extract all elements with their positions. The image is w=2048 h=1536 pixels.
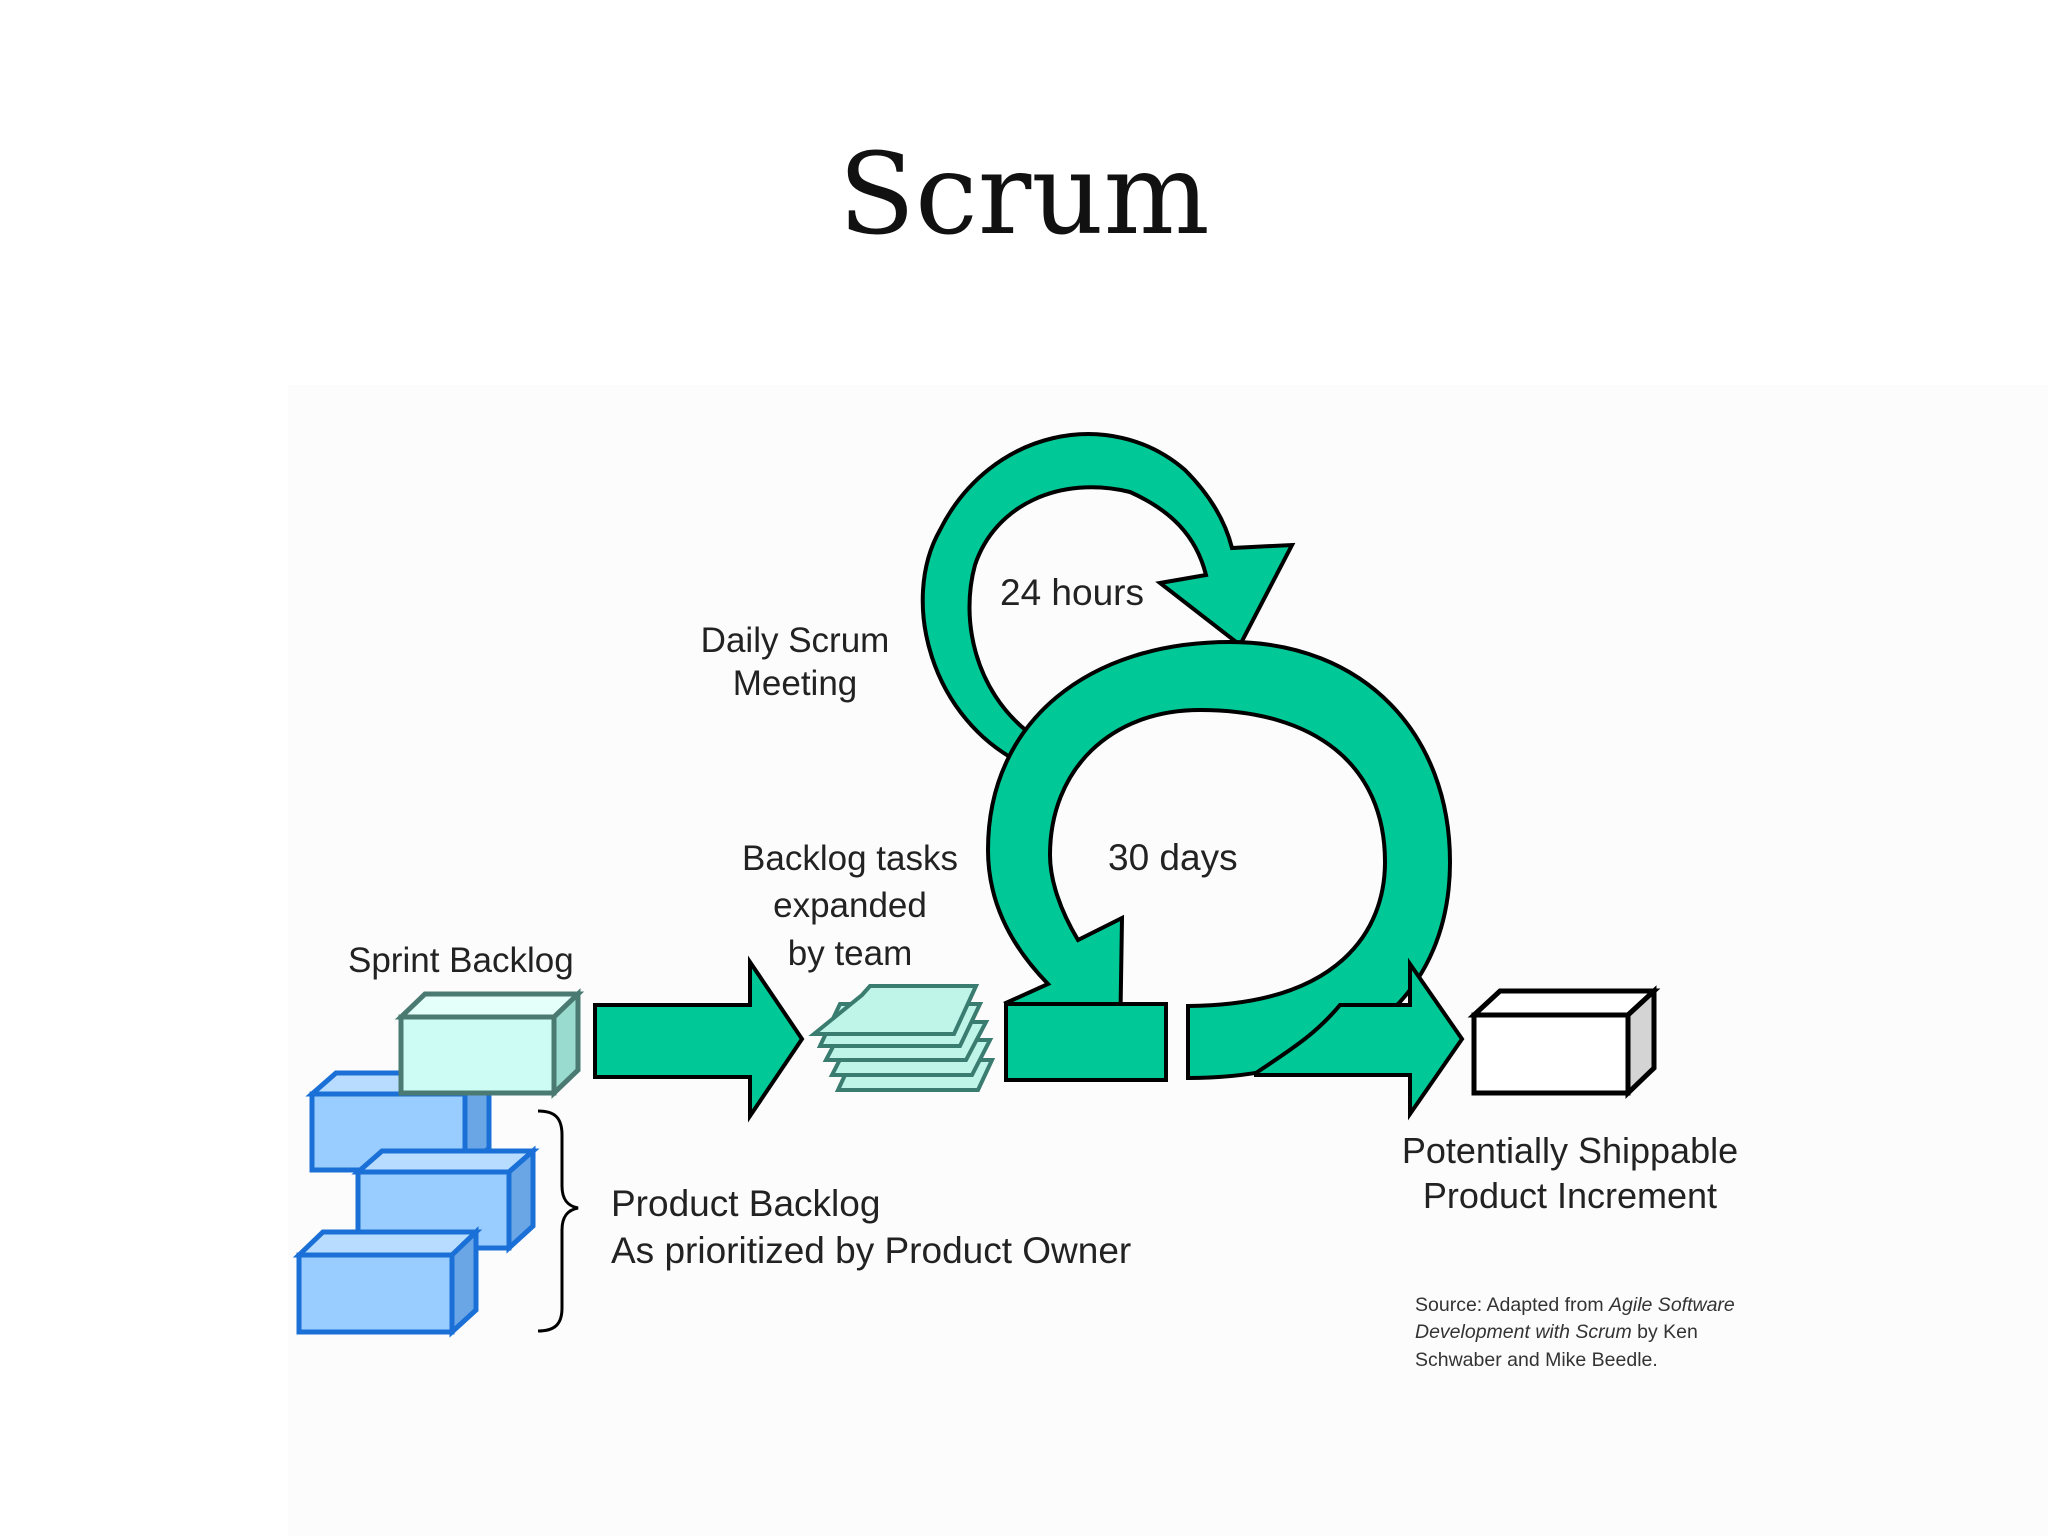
backlog-tasks-label: Backlog tasks expanded by team xyxy=(720,835,980,977)
sprint-loop-arrow xyxy=(985,639,1453,1081)
source-citation: Source: Adapted from Agile Software Deve… xyxy=(1415,1292,1825,1374)
backlog-tasks-label-line: by team xyxy=(787,933,913,973)
sprint-backlog-box xyxy=(394,988,585,1099)
product-backlog-label-line: Product Backlog xyxy=(611,1183,881,1224)
daily-scrum-loop-arrow xyxy=(920,432,1296,769)
source-book-title: Development with Scrum xyxy=(1415,1321,1632,1344)
product-increment-box xyxy=(1467,985,1661,1099)
backlog-tasks-label-line: Backlog tasks xyxy=(742,839,958,878)
days-label: 30 days xyxy=(1108,837,1238,878)
flow-arrow-to-increment xyxy=(1254,957,1465,1121)
sprint-backlog-label: Sprint Backlog xyxy=(348,941,574,980)
source-line-2: Development with Scrum by Ken xyxy=(1415,1319,1825,1346)
backlog-block xyxy=(296,1252,455,1335)
source-book-title: Agile Software xyxy=(1609,1294,1735,1316)
page-title: Scrum xyxy=(838,130,1210,260)
product-backlog-label: Product Backlog As prioritized by Produc… xyxy=(611,1180,1131,1275)
sprint-start-block xyxy=(1004,1002,1168,1082)
source-prefix: Source: Adapted from xyxy=(1415,1294,1610,1316)
daily-scrum-label-line: Daily Scrum xyxy=(700,621,890,660)
source-authors: by Ken xyxy=(1631,1321,1698,1344)
hours-label: 24 hours xyxy=(1000,572,1144,613)
increment-label: Potentially Shippable Product Increment xyxy=(1370,1128,1770,1218)
source-line-3: Schwaber and Mike Beedle. xyxy=(1415,1348,1658,1371)
source-line-1: Source: Adapted from Agile Software xyxy=(1415,1292,1825,1319)
flow-arrow-to-tasks xyxy=(593,955,805,1123)
daily-scrum-label: Daily Scrum Meeting xyxy=(690,620,900,705)
product-backlog-label-line: As prioritized by Product Owner xyxy=(611,1230,1132,1272)
backlog-tasks-stack xyxy=(808,984,996,1092)
backlog-tasks-label-line: expanded xyxy=(773,886,927,926)
product-backlog-blocks xyxy=(292,1067,540,1338)
diagram-background xyxy=(288,385,2048,1536)
daily-scrum-label-line: Meeting xyxy=(732,663,858,703)
increment-label-line: Potentially Shippable xyxy=(1401,1130,1739,1171)
task-sheet xyxy=(808,984,980,1036)
increment-label-line: Product Increment xyxy=(1422,1175,1718,1216)
product-backlog-brace xyxy=(537,1109,579,1333)
